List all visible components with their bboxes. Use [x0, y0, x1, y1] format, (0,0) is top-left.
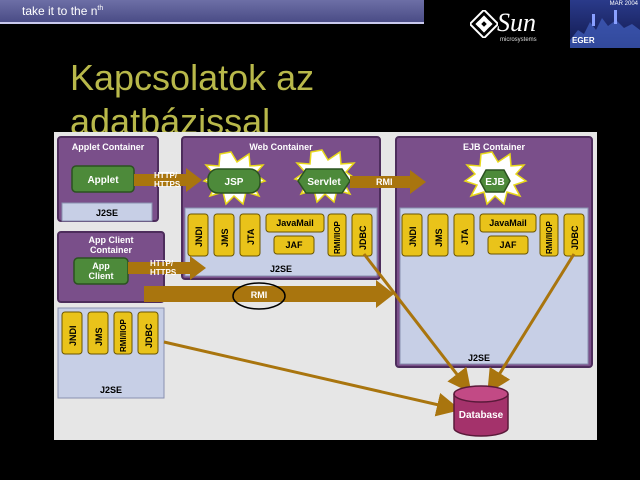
rmi-arrow-client-ejb	[144, 280, 394, 308]
connection-arrows: HTTP/ HTTPS RMI HTTP/ HTTPS RMI	[128, 168, 576, 417]
brand-name: Sun	[497, 8, 536, 37]
ejb-service-javamail: JavaMail	[489, 218, 527, 228]
web-service-javamail: JavaMail	[276, 218, 314, 228]
web-service-rmiiiop: RMI/IIOP	[333, 220, 342, 254]
applet-container: Applet Container Applet J2SE	[57, 136, 159, 222]
ejb-service-rmiiiop: RMI/IIOP	[545, 220, 554, 254]
web-services: JNDI JMS JTA JavaMail JAF RMI/IIOP JDBC	[187, 213, 373, 257]
ejb-service-jms: JMS	[434, 228, 444, 247]
rmi-arrow-web-ejb	[350, 170, 426, 194]
client-service-jndi: JNDI	[68, 325, 78, 346]
event-badge: MAR 2004 EGER	[570, 0, 640, 48]
http-label-2: HTTP/	[150, 259, 174, 268]
client-service-jms: JMS	[94, 327, 104, 346]
https-label-1: HTTPS	[154, 180, 181, 189]
event-date: MAR 2004	[609, 1, 638, 7]
database-label: Database	[459, 410, 504, 421]
web-container-title: Web Container	[249, 142, 313, 152]
slide-title: Kapcsolatok az adatbázissal	[70, 57, 315, 142]
sun-logo: Sun microsystems	[470, 8, 550, 48]
jsp-label: JSP	[225, 177, 244, 188]
applet-label: Applet	[87, 175, 119, 186]
database: Database	[453, 385, 509, 437]
rmi-label-client: RMI	[251, 290, 268, 300]
servlet-label: Servlet	[307, 177, 341, 188]
client-service-jdbc: JDBC	[144, 323, 154, 348]
ejb-service-jta: JTA	[460, 228, 470, 245]
sun-diamond-icon	[470, 10, 498, 38]
tagline: take it to the nth	[22, 4, 104, 18]
ejb-service-jndi: JNDI	[408, 226, 418, 247]
web-platform: J2SE	[270, 264, 292, 274]
client-service-rmiiiop: RMI/IIOP	[119, 318, 128, 352]
event-label: EGER	[572, 36, 595, 45]
web-service-jaf: JAF	[285, 240, 303, 250]
jdbc-line-web	[362, 253, 472, 394]
app-client-label-2: Client	[88, 271, 113, 281]
database-icon	[453, 385, 509, 403]
app-client-title-2: Container	[90, 245, 133, 255]
header-bar: take it to the nth	[0, 0, 424, 24]
app-client-label-1: App	[92, 261, 110, 271]
ejb-label: EJB	[485, 177, 504, 188]
app-client-title-1: App Client	[89, 235, 134, 245]
jsp-component	[207, 168, 261, 194]
ejb-container-title: EJB Container	[463, 142, 526, 152]
jdbc-line-ejb	[487, 253, 576, 394]
http-label-1: HTTP/	[154, 171, 178, 180]
city-skyline-icon	[570, 10, 640, 48]
web-service-jndi: JNDI	[194, 226, 204, 247]
ejb-platform: J2SE	[468, 353, 490, 363]
ejb-component	[479, 169, 511, 193]
rmi-label-web-ejb: RMI	[376, 177, 393, 187]
ejb-service-jdbc: JDBC	[570, 225, 580, 250]
j2ee-architecture-diagram: Applet Container Applet J2SE Web Contain…	[54, 132, 597, 440]
brand-subtitle: microsystems	[500, 37, 537, 43]
web-container: Web Container J2SE	[181, 136, 381, 280]
app-client-platform: J2SE	[100, 385, 122, 395]
ejb-services: JNDI JMS JTA JavaMail JAF RMI/IIOP JDBC	[401, 213, 585, 257]
web-service-jta: JTA	[246, 228, 256, 245]
ejb-service-jaf: JAF	[499, 240, 517, 250]
rmi-highlight-circle	[232, 282, 286, 310]
http-arrow-applet	[134, 168, 202, 192]
http-arrow-client	[128, 256, 206, 280]
web-service-jms: JMS	[220, 228, 230, 247]
applet-platform: J2SE	[96, 208, 118, 218]
jdbc-line-client	[163, 340, 461, 417]
applet-container-title: Applet Container	[72, 142, 145, 152]
app-client-services: JNDI JMS RMI/IIOP JDBC	[61, 311, 159, 355]
web-service-jdbc: JDBC	[358, 225, 368, 250]
https-label-2: HTTPS	[150, 268, 177, 277]
